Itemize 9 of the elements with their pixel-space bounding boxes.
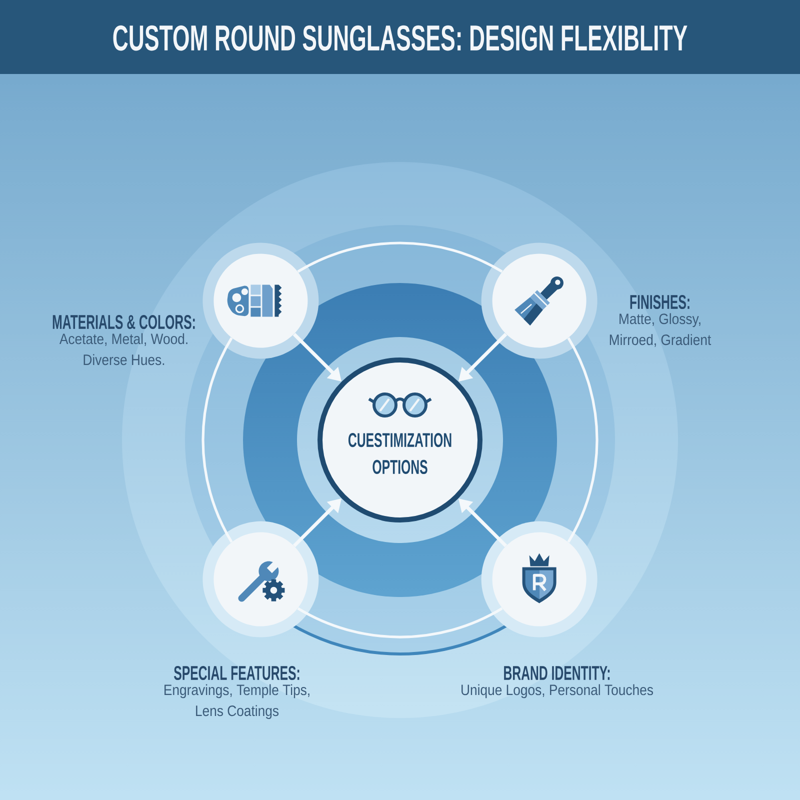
category-description: Unique Logos, Personal Touches <box>462 684 654 698</box>
category-heading: BRAND IDENTITY: <box>504 666 610 680</box>
category-description: Matte, Glossy, Mirroed, Gradient <box>610 313 712 347</box>
category-description: Engravings, Temple Tips, Lens Coatings <box>164 684 310 720</box>
title-banner: CUSTOM ROUND SUNGLASSES: DESIGN FLEXIBLITY <box>0 0 800 74</box>
category-description: Acetate, Metal, Wood. Diverse Hues. <box>59 333 188 366</box>
category-heading: MATERIALS & COLORS: <box>52 314 195 330</box>
category-heading: FINISHES: <box>630 294 690 310</box>
category-heading: SPECIAL FEATURES: <box>174 666 300 680</box>
